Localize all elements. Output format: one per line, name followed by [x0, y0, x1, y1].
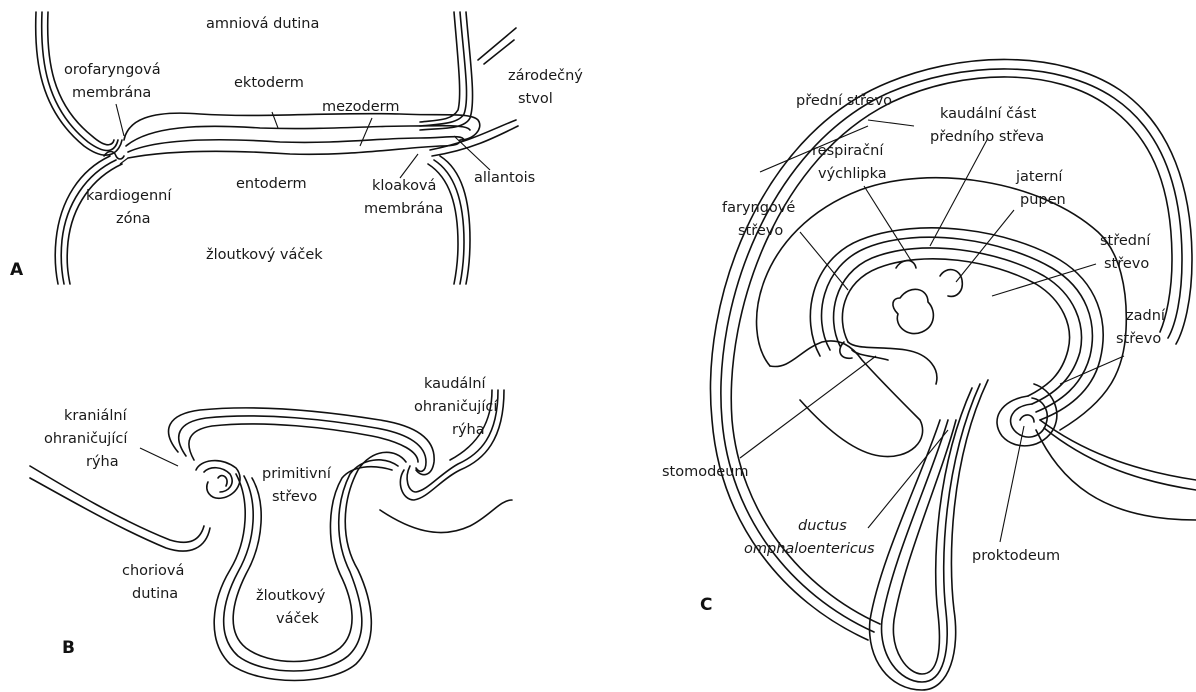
- label-entoderm: entoderm: [236, 176, 307, 192]
- panel-letter-a: A: [10, 260, 24, 280]
- panel-b: B kraniální ohraničující rýha kaudální o…: [30, 376, 512, 681]
- label-kloakova-1: kloaková: [372, 178, 436, 194]
- label-kaudalni-1: kaudální: [424, 376, 487, 392]
- panel-a: A amniová dutina orofaryngová membrána e…: [10, 12, 583, 284]
- label-kloakova-2: membrána: [364, 201, 443, 217]
- label-jaterni-1: jaterní: [1015, 169, 1063, 185]
- label-zloutkovy-1: žloutkový: [256, 588, 326, 604]
- label-zadni-1: zadní: [1126, 308, 1166, 324]
- label-predni-strevo: přední střevo: [796, 93, 892, 109]
- label-kranialni-1: kraniální: [64, 408, 128, 424]
- label-mezoderm: mezoderm: [322, 99, 399, 115]
- label-kardiogenni-1: kardiogenní: [86, 188, 172, 204]
- label-proktodeum: proktodeum: [972, 548, 1060, 564]
- label-kranialni-3: rýha: [86, 454, 119, 470]
- label-respiracni-2: výchlipka: [818, 166, 887, 182]
- label-kranialni-2: ohraničující: [44, 431, 128, 447]
- label-orofaryngova-1: orofaryngová: [64, 62, 161, 78]
- label-kaudalni-cast-1: kaudální část: [940, 106, 1037, 122]
- label-zloutkovy-vacek-a: žloutkový váček: [206, 247, 323, 263]
- label-stredni-2: střevo: [1104, 256, 1149, 272]
- label-faryngove-2: střevo: [738, 223, 783, 239]
- label-stredni-1: střední: [1100, 233, 1151, 249]
- label-ektoderm: ektoderm: [234, 75, 304, 91]
- label-kaudalni-2: ohraničující: [414, 399, 498, 415]
- label-respiracni-1: respirační: [812, 143, 884, 159]
- label-faryngove-1: faryngové: [722, 200, 795, 216]
- label-allantois: allantois: [474, 170, 535, 186]
- label-choriova-2: dutina: [132, 586, 178, 602]
- label-amniova-dutina: amniová dutina: [206, 16, 319, 32]
- label-orofaryngova-2: membrána: [72, 85, 151, 101]
- label-jaterni-2: pupen: [1020, 192, 1066, 208]
- label-zadni-2: střevo: [1116, 331, 1161, 347]
- label-zloutkovy-2: váček: [276, 611, 319, 627]
- label-choriova-1: choriová: [122, 563, 184, 579]
- label-kardiogenni-2: zóna: [116, 211, 151, 227]
- panel-letter-b: B: [62, 638, 75, 658]
- label-ductus-1: ductus: [798, 518, 847, 534]
- label-zarodecny-1: zárodečný: [508, 68, 583, 84]
- label-primitivni-1: primitivní: [262, 466, 332, 482]
- label-kaudalni-3: rýha: [452, 422, 485, 438]
- label-ductus-2: omphaloentericus: [744, 541, 875, 557]
- label-kaudalni-cast-2: předního střeva: [930, 129, 1044, 145]
- panel-letter-c: C: [700, 595, 712, 615]
- panel-c: C přední střevo kaudální část předního s…: [662, 59, 1196, 690]
- label-stomodeum: stomodeum: [662, 464, 749, 480]
- label-primitivni-2: střevo: [272, 489, 317, 505]
- label-zarodecny-2: stvol: [518, 91, 553, 107]
